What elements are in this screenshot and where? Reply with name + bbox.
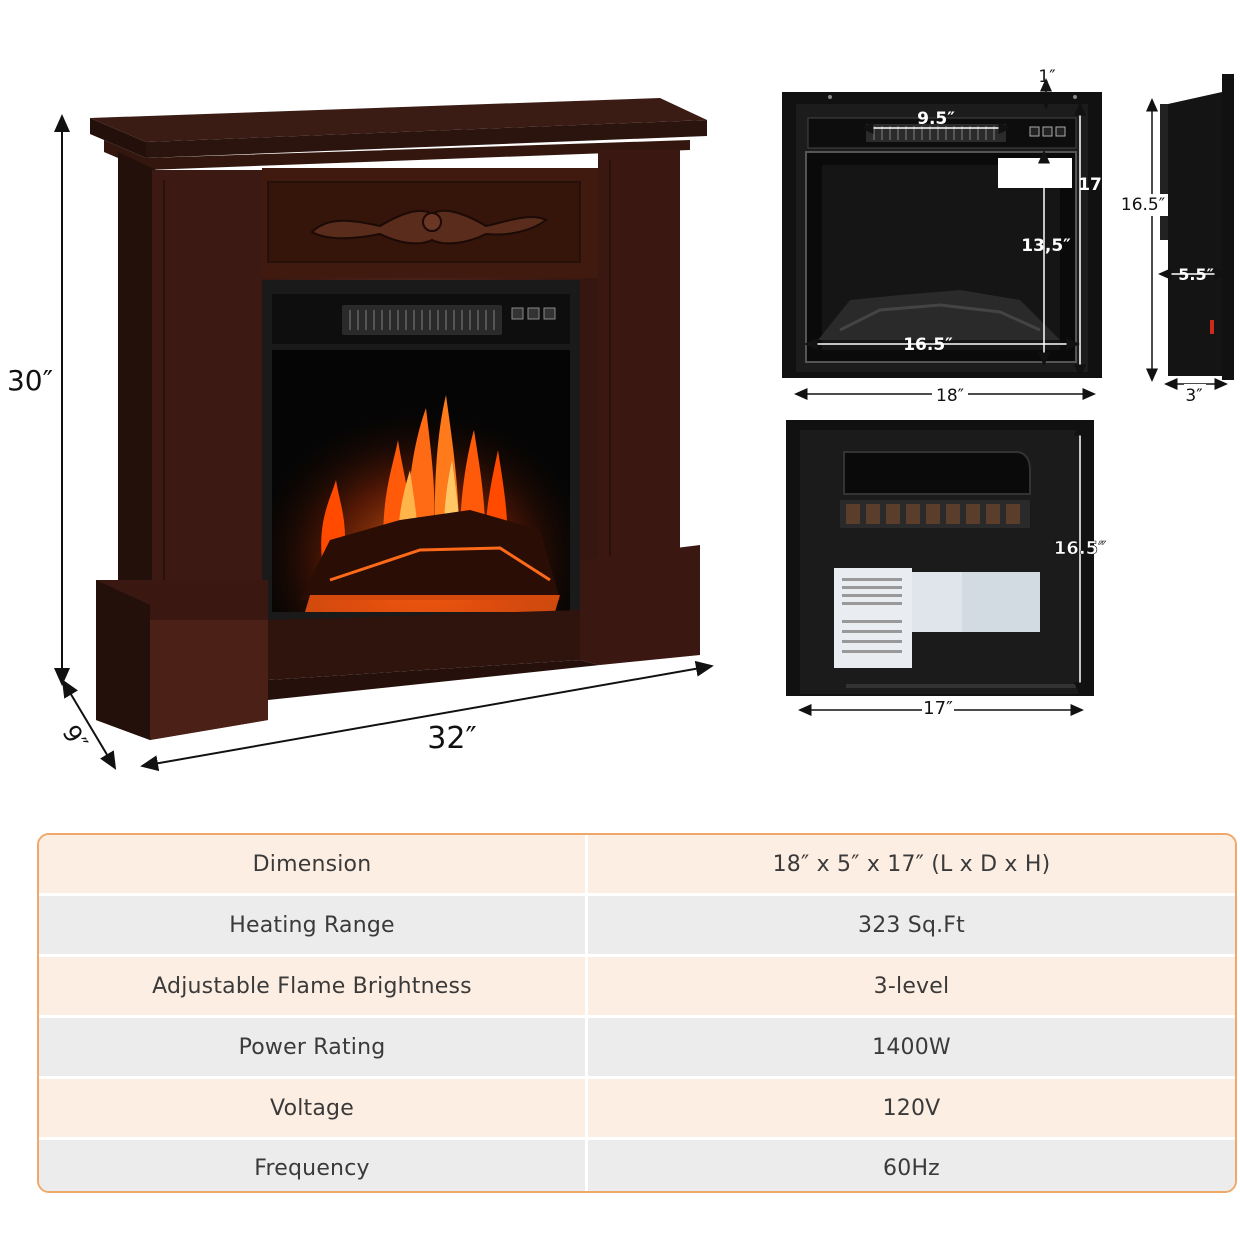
specification-table: Dimension 18″ x 5″ x 17″ (L x D x H) Hea…: [37, 833, 1237, 1193]
spec-value: 3-level: [873, 973, 950, 999]
mantel-height-dimension: 30″: [7, 114, 70, 686]
insert-back-view: [786, 420, 1094, 696]
mantel-width-label: 32″: [427, 721, 476, 756]
warning-label: [998, 158, 1072, 188]
spec-name: Frequency: [39, 1140, 588, 1191]
insert-front-dimensions: 1″ 9.5″ 17.5″ 13,5″ 16.5″ 18″: [794, 67, 1128, 406]
dimension-drawing: 30″ 32″ 9″: [7, 67, 1234, 772]
spec-row-frequency: Frequency 60Hz: [39, 1140, 1235, 1191]
side-height-label: 16.5″: [1121, 195, 1165, 215]
spec-name: Voltage: [39, 1079, 588, 1137]
mantel-width-dimension: 32″: [140, 660, 714, 772]
mantel-height-label: 30″: [7, 364, 53, 397]
spec-value: 60Hz: [883, 1156, 940, 1181]
vent-width-label: 9.5″: [917, 109, 955, 129]
insert-side-body: [1168, 92, 1222, 376]
spec-name: Heating Range: [39, 896, 588, 954]
spec-value: 120V: [882, 1095, 941, 1121]
mantel-fireplace: [90, 98, 707, 740]
top-gap-label: 1″: [1038, 67, 1055, 87]
mantel-top: [90, 98, 707, 142]
control-button: [543, 307, 556, 320]
firebox-height-label: 13,5″: [1021, 236, 1071, 256]
mantel-depth-label: 9″: [56, 720, 93, 755]
back-height-label: 16.5″: [1054, 538, 1106, 559]
spec-name: Dimension: [39, 835, 588, 893]
control-button: [511, 307, 524, 320]
front-width-label: 18″: [936, 386, 964, 406]
insert-side-dimensions: 16.5″ 5.5″ 3″: [1118, 98, 1228, 406]
back-width-label: 17″: [923, 698, 953, 719]
mantel-base-right: [580, 545, 700, 665]
spec-row-heating-range: Heating Range 323 Sq.Ft: [39, 896, 1235, 957]
spec-value: 1400W: [872, 1034, 951, 1060]
spec-value: 18″ x 5″ x 17″ (L x D x H): [772, 851, 1051, 877]
spec-name: Adjustable Flame Brightness: [39, 957, 588, 1015]
control-button: [527, 307, 540, 320]
spec-name: Power Rating: [39, 1018, 588, 1076]
insert-side-view: [1160, 74, 1234, 380]
front-height-label: 17.5″: [1078, 175, 1128, 195]
side-base-label: 3″: [1185, 386, 1202, 406]
insert-back-dimensions: 16.5″ 17″: [798, 422, 1107, 719]
spec-value: 323 Sq.Ft: [858, 912, 965, 938]
firebox-width-label: 16.5″: [903, 335, 953, 355]
spec-row-dimension: Dimension 18″ x 5″ x 17″ (L x D x H): [39, 835, 1235, 896]
spec-row-voltage: Voltage 120V: [39, 1079, 1235, 1140]
spec-row-flame-brightness: Adjustable Flame Brightness 3-level: [39, 957, 1235, 1018]
spec-row-power-rating: Power Rating 1400W: [39, 1018, 1235, 1079]
side-depth-label: 5.5″: [1178, 265, 1214, 284]
